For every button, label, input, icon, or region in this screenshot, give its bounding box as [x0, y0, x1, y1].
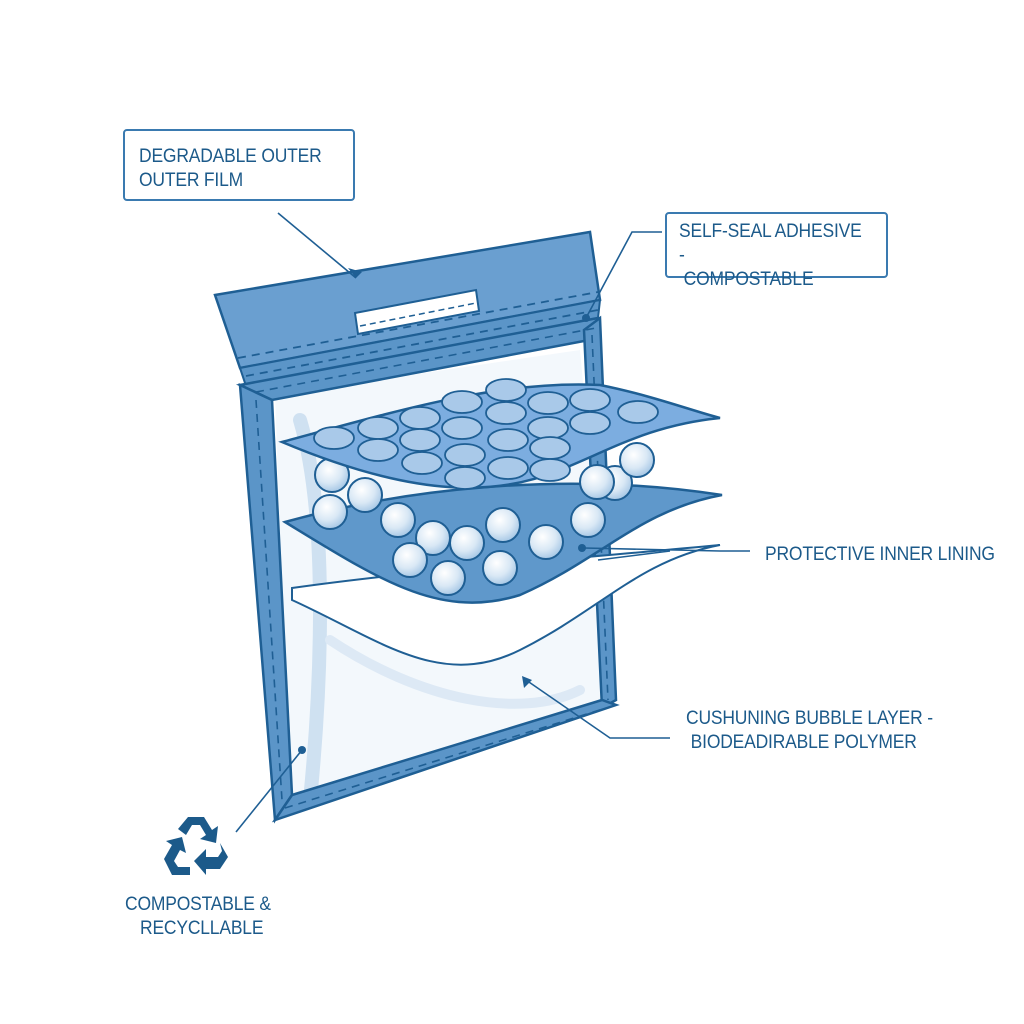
adhesive-callout: SELF-SEAL ADHESIVE - COMPOSTABLE — [665, 212, 888, 290]
outer-film-sheet — [278, 378, 721, 490]
top-flap — [213, 230, 602, 388]
recycle-icon — [164, 817, 228, 875]
eco-label-line2: RECYCLLABLE — [140, 918, 264, 939]
bubble-layer-label-line2: BIODEADIRABLE POLYMER — [686, 732, 917, 753]
bag-frame — [235, 315, 620, 824]
adhesive-label-line1: SELF-SEAL ADHESIVE - — [679, 221, 862, 266]
outer-film-label-line1: DEGRADABLE OUTER — [139, 146, 322, 167]
eco-label-line1: COMPOSTABLE & — [125, 894, 271, 915]
outer-film-callout: DEGRADABLE OUTER OUTER FILM — [123, 129, 355, 201]
bubble-layer — [281, 442, 723, 604]
outer-film-label-line2: OUTER FILM — [139, 170, 244, 191]
adhesive-label-line2: COMPOSTABLE — [679, 269, 814, 290]
leader-lines — [235, 212, 750, 833]
adhesive-strip — [353, 288, 481, 336]
bubble-layer-label-line1: CUSHUNING BUBBLE LAYER - — [686, 708, 933, 729]
inner-lining-label: PROTECTIVE INNER LINING — [765, 544, 995, 565]
